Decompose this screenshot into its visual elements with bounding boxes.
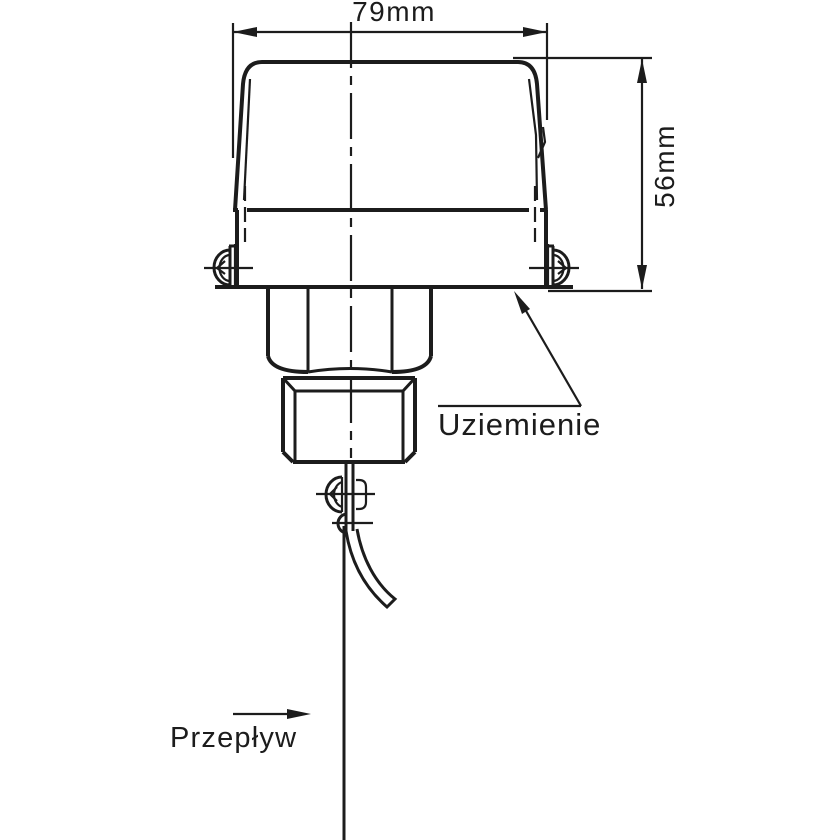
arrowhead-right-icon: [523, 27, 547, 37]
paddle-clamp: [316, 462, 375, 535]
hex-nut-small: [281, 376, 417, 464]
leader-line: [517, 296, 582, 407]
cap-outline: [233, 60, 548, 211]
clamp-bracket: [356, 478, 368, 511]
chamfer-bottom-right: [403, 450, 417, 464]
leader-arrowhead-icon: [514, 291, 530, 314]
hex-nut-large: [266, 289, 433, 374]
width-dimension-label: 79mm: [352, 0, 436, 27]
paddle: [342, 526, 398, 840]
height-dimension: 56mm: [513, 56, 680, 293]
chamfer-bottom-left: [281, 450, 295, 464]
housing-cap: [233, 60, 548, 211]
grounding-callout: Uziemienie: [438, 291, 601, 442]
hex-bottom-arc-center: [307, 367, 393, 374]
grounding-label: Uziemienie: [438, 407, 601, 442]
flow-label: Przepływ: [170, 722, 297, 754]
width-dimension: 79mm: [231, 0, 549, 158]
arrowhead-down-icon: [637, 265, 647, 289]
flow-arrowhead-icon: [287, 709, 311, 719]
hex-bottom-arc-right: [391, 355, 433, 374]
paddle-blade-curved: [344, 528, 398, 610]
cap-inner-line-left: [242, 78, 252, 201]
height-dimension-label: 56mm: [649, 124, 680, 208]
arrowhead-left-icon: [233, 27, 257, 37]
cap-seam-notch: [536, 126, 547, 159]
arrowhead-up-icon: [637, 59, 647, 83]
hex-bottom-arc-left: [266, 355, 309, 374]
cap-inner-line-right: [527, 78, 539, 201]
mounting-ear-left: [204, 244, 253, 287]
housing-body: [215, 186, 573, 289]
flow-annotation: Przepływ: [170, 709, 311, 754]
mounting-ear-right: [529, 244, 579, 287]
